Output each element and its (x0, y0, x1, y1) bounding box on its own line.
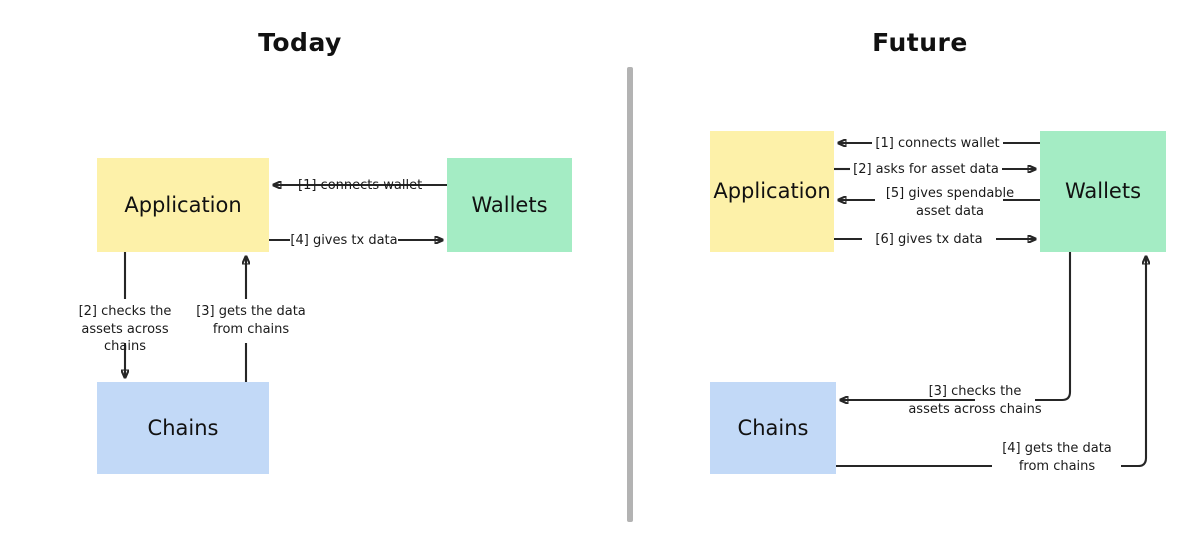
future-edge-label-3: [3] checks the assets across chains (908, 383, 1042, 418)
panel-title-today: Today (258, 28, 342, 57)
future-edge-label-5-line2: asset data (915, 203, 985, 219)
today-edge-label-3: [3] gets the data from chains (196, 303, 306, 338)
today-node-chains[interactable]: Chains (97, 382, 269, 474)
future-edge-label-5: [5] gives spendable asset data (878, 185, 1022, 220)
future-node-wallets-label: Wallets (1064, 179, 1142, 203)
today-node-wallets[interactable]: Wallets (447, 158, 572, 252)
today-node-wallets-label: Wallets (471, 192, 548, 217)
today-edge-label-3-line2: from chains (212, 321, 290, 337)
future-edge-3-arrow (840, 252, 1072, 400)
panel-title-future: Future (872, 28, 968, 57)
today-edge-label-3-line1: [3] gets the data (196, 304, 306, 319)
future-edge-label-5-line1: [5] gives spendable (885, 186, 1015, 201)
today-edge-label-1: [1] connects wallet (298, 178, 423, 193)
future-edge-4-arrow (836, 256, 1146, 468)
future-node-chains-label: Chains (737, 415, 809, 440)
today-edge-label-2: [2] checks the assets across chains (60, 303, 190, 356)
future-edge-label-3-line2: assets across chains (908, 401, 1042, 417)
today-node-application-label: Application (124, 192, 242, 217)
future-edge-label-4: [4] gets the data from chains (992, 440, 1122, 475)
today-edge-label-4: [4] gives tx data (290, 233, 398, 248)
future-edge-label-3-line1: [3] checks the (928, 384, 1022, 399)
future-node-wallets[interactable]: Wallets (1040, 131, 1166, 252)
today-node-application[interactable]: Application (97, 158, 269, 252)
future-edge-label-4-line2: from chains (1018, 458, 1096, 474)
future-edge-label-4-line1: [4] gets the data (1002, 441, 1112, 456)
today-edge-label-2-line1: [2] checks the (78, 304, 172, 319)
future-node-application-label: Application (713, 179, 831, 203)
future-node-chains[interactable]: Chains (710, 382, 836, 474)
future-edge-label-2: [2] asks for asset data (853, 162, 999, 177)
today-edge-label-2-line2: assets across chains (81, 321, 169, 355)
panel-divider (627, 67, 633, 522)
today-node-chains-label: Chains (147, 415, 219, 440)
future-edge-label-1: [1] connects wallet (875, 136, 1000, 151)
future-node-application[interactable]: Application (710, 131, 834, 252)
future-edge-label-6: [6] gives tx data (875, 232, 983, 247)
